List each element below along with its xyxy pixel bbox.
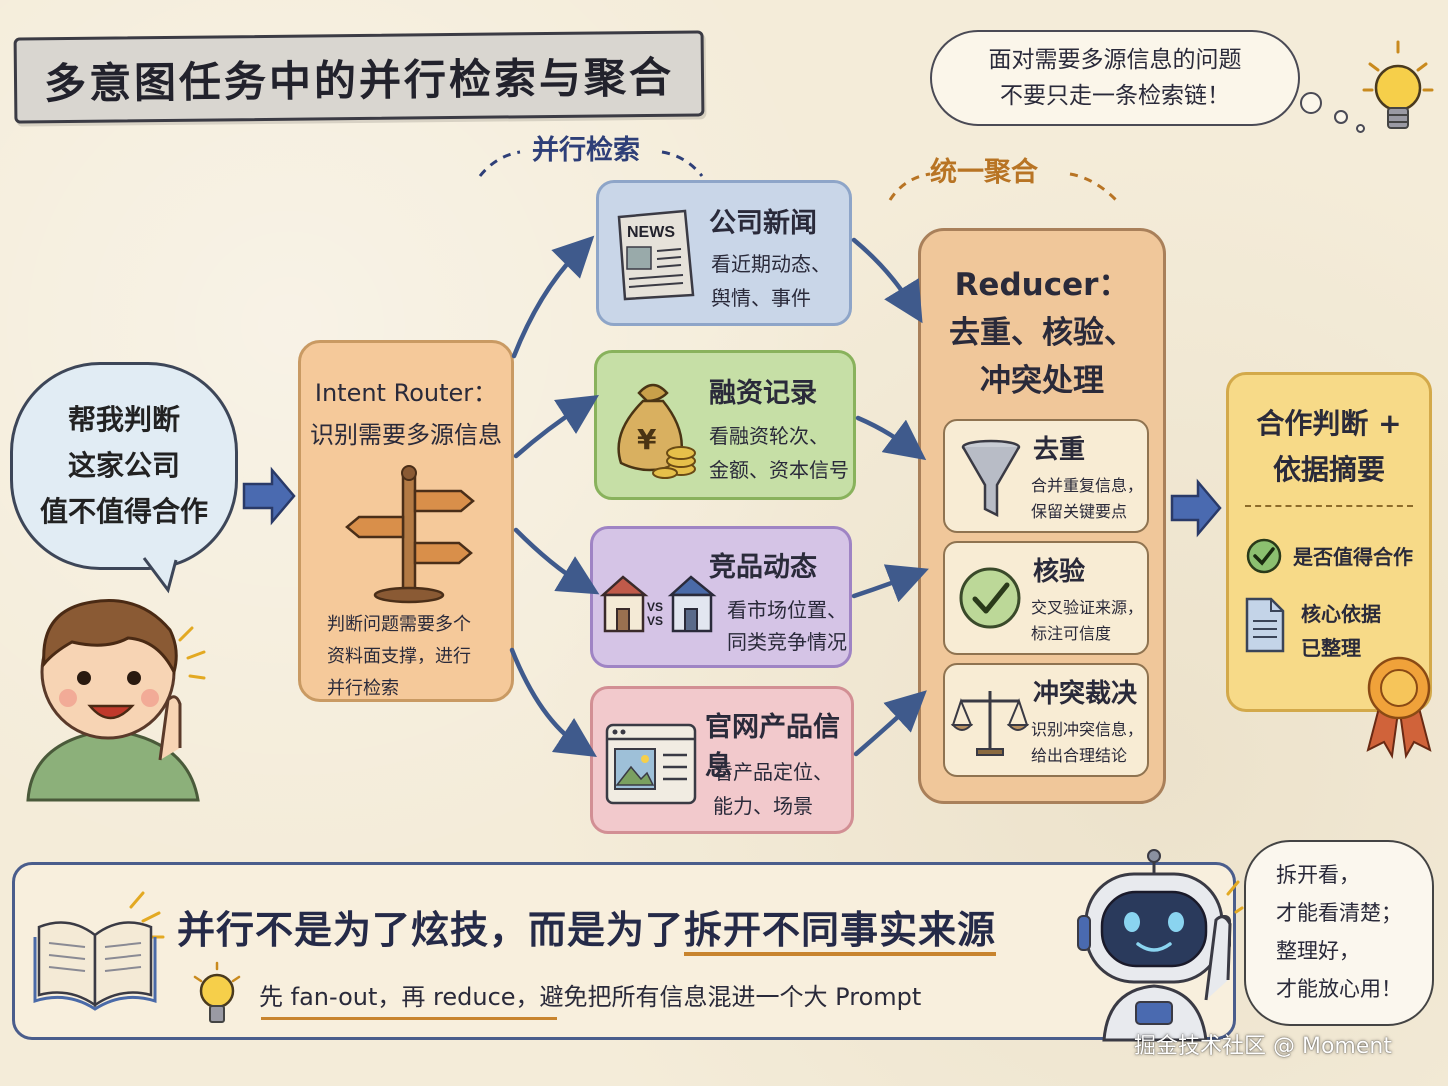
result-title-2: 依据摘要 (1272, 453, 1385, 486)
lightbulb-icon (1362, 40, 1434, 129)
boy-illustration (26, 599, 206, 802)
signpost-icon (345, 465, 475, 604)
stores-vs-icon: VS VS (599, 575, 717, 633)
newspaper-icon: NEWS (617, 209, 695, 301)
robot-line-1: 拆开看， (1276, 863, 1360, 887)
result-title-1: 合作判断 + (1256, 407, 1402, 440)
scales-icon (950, 691, 1030, 756)
vs-icon-text-2: VS (647, 614, 663, 628)
reducer-card-dedup: 去重 合并重复信息， 保留关键要点 (943, 419, 1149, 533)
source-desc-news-1: 看近期动态、 (711, 252, 831, 276)
thought-dot (1334, 110, 1348, 124)
intent-router-box: Intent Router： 识别需要多源信息 判断问题需要多个 资料面支撑，进… (298, 340, 514, 702)
funnel-icon (961, 439, 1021, 518)
dedup-desc-2: 保留关键要点 (1031, 502, 1128, 521)
source-title-website: 官网产品信息 (705, 712, 840, 782)
watermark: 掘金技术社区 @ Moment (1134, 1034, 1392, 1059)
result-divider (1245, 505, 1413, 507)
source-card-competitor: VS VS 竞品动态 看市场位置、 同类竞争情况 (590, 526, 852, 668)
robot-line-4: 才能放心用！ (1276, 977, 1402, 1001)
router-desc-1: 判断问题需要多个 (327, 614, 471, 635)
bottom-sub-text: 先 fan-out，再 reduce，避免把所有信息混进一个大 Prompt (259, 983, 922, 1011)
source-desc-news-2: 舆情、事件 (711, 286, 811, 310)
result-item-worth: 是否值得合作 (1293, 545, 1413, 569)
news-icon-text: NEWS (627, 224, 675, 241)
conflict-desc-2: 给出合理结论 (1031, 746, 1128, 765)
router-desc-2: 资料面支撑，进行 (327, 646, 471, 667)
open-book-icon (33, 891, 165, 1011)
vs-icon-text-1: VS (647, 600, 663, 614)
reducer-title-2: 去重、核验、 (949, 315, 1135, 351)
question-bubble: 帮我判断 这家公司 值不值得合作 (10, 362, 238, 570)
parallel-label-dashes (478, 150, 704, 177)
document-icon (1245, 597, 1285, 653)
verify-desc-2: 标注可信度 (1031, 624, 1112, 643)
bottom-sub-underline (261, 1017, 557, 1020)
reducer-card-verify: 核验 交叉验证来源， 标注可信度 (943, 541, 1149, 655)
thought-line-1: 面对需要多源信息的问题 (988, 47, 1242, 73)
bottom-main-text-a: 并行不是为了炫技，而是为了 (177, 908, 685, 952)
result-box: 合作判断 + 依据摘要 是否值得合作 核心依据 已整理 (1226, 372, 1432, 712)
source-desc-competitor-2: 同类竞争情况 (727, 630, 847, 654)
robot-line-2: 才能看清楚； (1276, 901, 1402, 925)
parallel-label: 并行检索 (532, 135, 640, 166)
thought-cloud: 面对需要多源信息的问题 不要只走一条检索链！ (930, 30, 1300, 126)
dedup-desc-1: 合并重复信息， (1031, 476, 1144, 495)
source-card-website: 官网产品信息 看产品定位、 能力、场景 (590, 686, 854, 834)
source-title-competitor: 竞品动态 (709, 552, 817, 583)
source-desc-funding-1: 看融资轮次、 (709, 424, 829, 448)
question-line-2: 这家公司 (67, 449, 180, 482)
bubble-tail (142, 557, 178, 594)
verify-title: 核验 (1033, 557, 1086, 587)
source-desc-website-1: 看产品定位、 (713, 760, 833, 784)
verify-desc-1: 交叉验证来源， (1031, 598, 1144, 617)
reducer-title-3: 冲突处理 (980, 363, 1104, 399)
router-subtitle: 识别需要多源信息 (310, 421, 502, 449)
source-desc-website-2: 能力、场景 (713, 794, 813, 818)
money-icon-text: ¥ (637, 423, 657, 456)
thought-line-2: 不要只走一条检索链！ (1000, 83, 1230, 109)
thought-dot (1300, 92, 1322, 114)
bottom-main-text-b: 拆开不同事实来源 (684, 908, 997, 956)
robot-illustration (1077, 849, 1244, 1042)
dedup-title: 去重 (1033, 435, 1086, 465)
webpage-icon (605, 723, 697, 805)
router-title: Intent Router： (314, 379, 498, 407)
router-desc-3: 并行检索 (327, 678, 399, 699)
source-desc-funding-2: 金额、资本信号 (709, 458, 849, 482)
money-bag-icon: ¥ (617, 383, 696, 479)
robot-line-3: 整理好， (1276, 939, 1360, 963)
conflict-desc-1: 识别冲突信息， (1031, 720, 1144, 739)
reducer-box: Reducer： 去重、核验、 冲突处理 去重 合并重复信息， 保留关键要点 核… (918, 228, 1166, 804)
conflict-title: 冲突裁决 (1033, 679, 1138, 709)
aggregate-label: 统一聚合 (930, 157, 1038, 188)
result-item-basis-2: 已整理 (1301, 636, 1361, 660)
question-line-1: 帮我判断 (67, 403, 180, 436)
aggregate-label-dashes (888, 172, 1118, 202)
source-desc-competitor-1: 看市场位置、 (727, 598, 847, 622)
checkmark-icon (959, 567, 1021, 629)
source-title-news: 公司新闻 (709, 208, 817, 239)
bottom-summary-panel: 并行不是为了炫技，而是为了拆开不同事实来源 先 fan-out，再 reduce… (12, 862, 1236, 1040)
award-ribbon-icon (1366, 656, 1432, 760)
thought-dot (1356, 124, 1365, 133)
flow-arrows (242, 235, 1222, 758)
question-line-3: 值不值得合作 (39, 495, 208, 528)
reducer-title-1: Reducer： (954, 267, 1130, 303)
source-card-news: NEWS 公司新闻 看近期动态、 舆情、事件 (596, 180, 852, 326)
reducer-card-conflict: 冲突裁决 识别冲突信息， 给出合理结论 (943, 663, 1149, 777)
small-lightbulb-icon (193, 961, 241, 1023)
result-item-basis-1: 核心依据 (1301, 602, 1381, 626)
source-title-funding: 融资记录 (709, 378, 817, 409)
robot-speech-bubble: 拆开看， 才能看清楚； 整理好， 才能放心用！ (1244, 840, 1434, 1026)
source-card-funding: ¥ 融资记录 看融资轮次、 金额、资本信号 (594, 350, 856, 500)
check-circle-icon (1246, 538, 1282, 574)
